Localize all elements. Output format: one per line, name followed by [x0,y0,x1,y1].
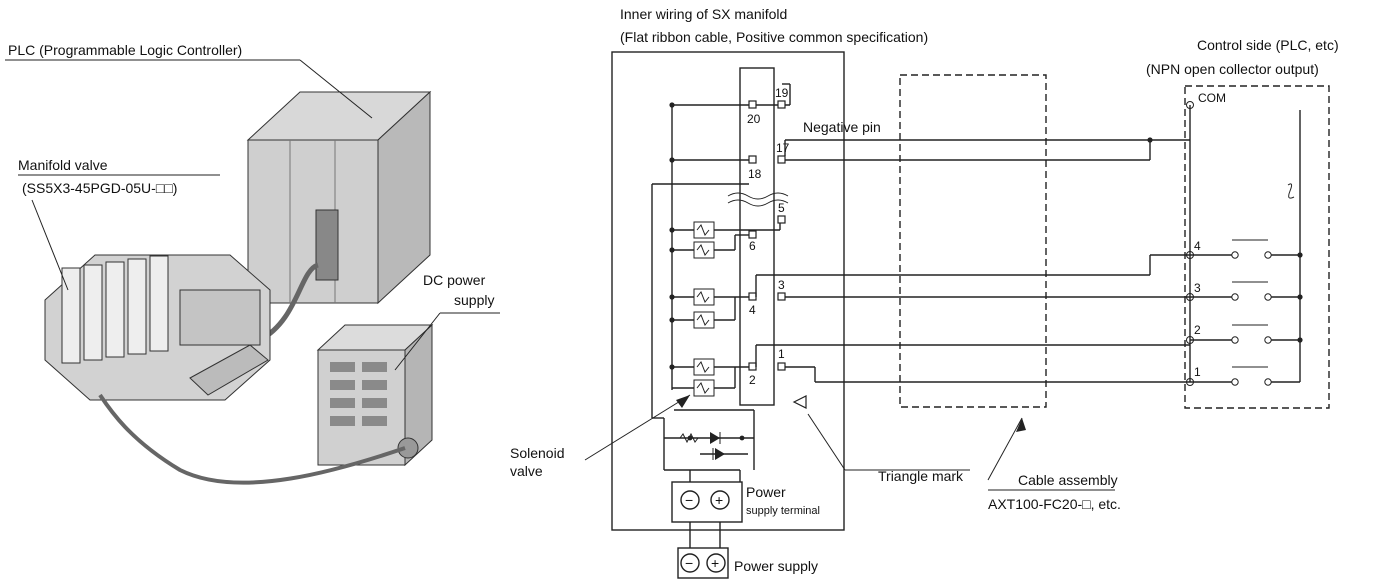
triangle-mark-label: Triangle mark [878,468,964,484]
power-terminal [671,481,743,523]
pin-3: 3 [778,278,785,292]
power-cable [98,393,406,485]
pin-20: 20 [747,112,761,126]
power-supply-label: Power supply [734,558,818,574]
connector-strip [739,67,775,406]
output-2: 2 [1194,323,1201,337]
pin-5: 5 [778,201,785,215]
pin-18: 18 [748,167,762,181]
plc-unit [246,90,432,305]
dc-power-label-line2: supply [454,292,494,308]
wiring-schematic: Inner wiring of SX manifold (Flat ribbon… [510,6,1339,579]
plc-label: PLC (Programmable Logic Controller) [8,42,242,58]
control-side-subtitle: (NPN open collector output) [1146,61,1319,77]
manifold-valve-label: Manifold valve [18,157,108,173]
cable-model-label: AXT100-FC20-□, etc. [988,496,1121,512]
triangle-mark-icon [792,395,807,409]
com-label: COM [1198,91,1226,105]
power-supply-box [677,547,729,579]
manifold-valve-unit [44,254,271,401]
output-4: 4 [1194,239,1201,253]
negative-pin-label: Negative pin [803,119,881,135]
solenoid-symbols [693,221,715,397]
pin-2: 2 [749,373,756,387]
power-terminal-label-line1: Power [746,484,786,500]
inner-wiring-title: Inner wiring of SX manifold [620,6,787,22]
pin-17: 17 [776,141,790,155]
dc-power-label-line1: DC power [423,272,486,288]
manifold-model-label: (SS5X3-45PGD-05U-□□) [22,180,177,196]
inner-wiring-subtitle: (Flat ribbon cable, Positive common spec… [620,29,928,45]
output-switches [1186,239,1303,386]
supply-plus-icon: + [711,555,719,571]
pin-6: 6 [749,239,756,253]
dc-power-supply-unit [316,323,434,467]
plc-cable [258,262,320,343]
pin-19: 19 [775,86,789,100]
output-1: 1 [1194,365,1201,379]
pin-1: 1 [778,347,785,361]
terminal-minus-icon: − [685,492,693,508]
cable-assembly-box [899,74,1047,408]
pin-4: 4 [749,303,756,317]
power-terminal-label-line2: supply terminal [746,505,820,517]
output-3: 3 [1194,281,1201,295]
control-side-box [1184,85,1330,409]
solenoid-label-line2: valve [510,463,543,479]
manifold-box [611,51,845,531]
cable-assembly-label: Cable assembly [1018,472,1118,488]
system-illustration: PLC (Programmable Logic Controller) Mani… [5,42,500,485]
solenoid-label-line1: Solenoid [510,445,565,461]
terminal-plus-icon: + [715,492,723,508]
supply-minus-icon: − [685,555,693,571]
protection-circuit [663,409,755,471]
control-side-title: Control side (PLC, etc) [1197,37,1339,53]
